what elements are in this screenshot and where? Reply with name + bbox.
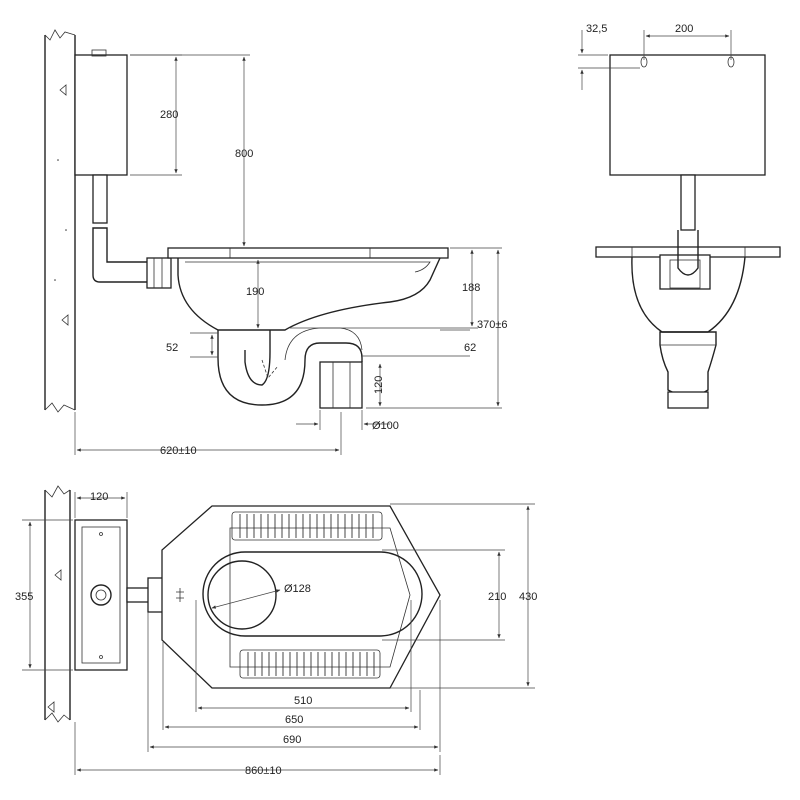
- cistern-side: [74, 49, 172, 289]
- dim-trap-left: 52: [166, 342, 178, 354]
- dim-outlet-pipe: 120: [373, 376, 385, 394]
- top-view: Ø128 120 355 210 430: [15, 485, 537, 777]
- squat-pan-front: [595, 230, 781, 409]
- dim-tank-width: 355: [15, 591, 33, 603]
- dim-outlet-diameter: Ø100: [372, 420, 399, 432]
- dim-total-length: 690: [283, 734, 301, 746]
- cistern-front: [609, 54, 766, 176]
- dim-outer-width: 430: [519, 591, 537, 603]
- dim-wall-to-outlet: 620±10: [160, 445, 197, 457]
- squat-pan-top: Ø128: [161, 505, 441, 689]
- front-view: 200 32,5: [578, 23, 781, 409]
- dim-bowl-depth: 190: [246, 286, 264, 298]
- front-dimensions: 200 32,5: [578, 23, 732, 90]
- dim-hole-offset: 32,5: [586, 23, 607, 35]
- dim-right-depth: 188: [462, 282, 480, 294]
- squat-pan-side: [167, 247, 449, 409]
- dim-total-height: 800: [235, 148, 253, 160]
- dim-hole-spacing: 200: [675, 23, 693, 35]
- side-dimensions: 280 800 190 188 370±6 52 62 120 Ø100: [74, 54, 508, 457]
- wall-top: [44, 485, 71, 723]
- dim-outlet-height: 370±6: [477, 319, 508, 331]
- cistern-top: [74, 519, 164, 671]
- dim-mid-length: 650: [285, 714, 303, 726]
- dim-inner-length: 510: [294, 695, 312, 707]
- dim-tank-depth: 120: [90, 491, 108, 503]
- wall-side: [44, 29, 76, 413]
- dim-tank-height: 280: [160, 109, 178, 121]
- dim-inner-width: 210: [488, 591, 506, 603]
- dim-wall-total: 860±10: [245, 765, 282, 777]
- foot-rest-top: [231, 511, 383, 541]
- dim-hole-diameter: Ø128: [284, 583, 311, 595]
- foot-rest-bottom: [239, 649, 381, 679]
- top-dimensions: 120 355 210 430 510 650 690 860±10: [15, 491, 537, 777]
- side-view: 280 800 190 188 370±6 52 62 120 Ø100: [44, 29, 508, 457]
- dim-trap-right: 62: [464, 342, 476, 354]
